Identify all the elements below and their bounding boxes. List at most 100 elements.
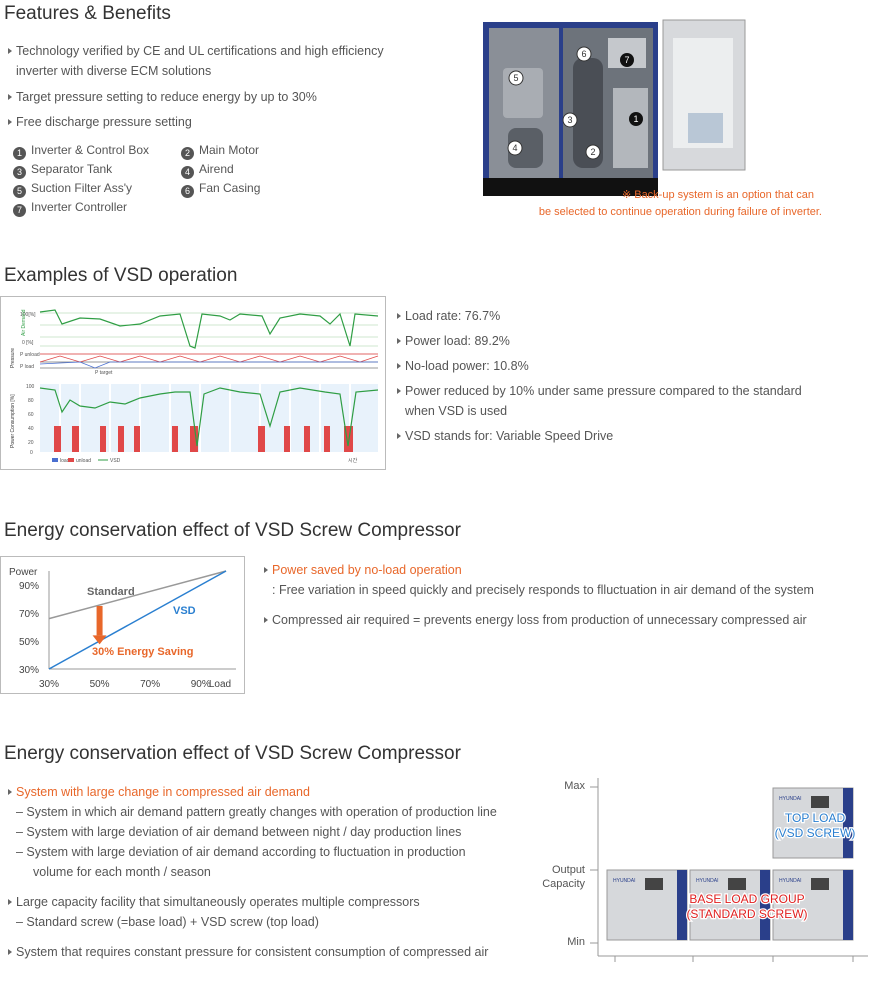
- power-consumption-label: Power Consumption [%]: [10, 394, 16, 448]
- tick-80: 80: [28, 398, 34, 404]
- sub-item-3: – System with large deviation of air dem…: [16, 845, 466, 859]
- load-diagram-axes: HYUNDAI HYUNDAI HYUNDAI HYUNDAI TOP LOAD…: [590, 778, 868, 962]
- power-panel: [39, 384, 379, 452]
- air-demand-panel: [39, 309, 379, 349]
- brand-label: HYUNDAI: [779, 878, 802, 884]
- p-unload: P unload: [20, 352, 40, 358]
- vsd-operation-title: Examples of VSD operation: [4, 265, 238, 286]
- tick-100: 100: [26, 384, 35, 390]
- large-change-heading: System with large change in compressed a…: [4, 782, 534, 802]
- base-load-sub-label: (STANDARD SCREW): [686, 907, 807, 921]
- energy-section-1-title: Energy conservation effect of VSD Screw …: [4, 520, 461, 541]
- tick-40: 40: [28, 426, 34, 432]
- saving-arrow-head: [92, 635, 107, 645]
- y-tick-label: 70%: [19, 609, 39, 620]
- brand-label: HYUNDAI: [779, 796, 802, 802]
- base-unit-3: HYUNDAI: [772, 869, 854, 941]
- pressure-panel: [39, 353, 379, 369]
- brand-label: HYUNDAI: [696, 878, 719, 884]
- time-label: 시간: [348, 457, 358, 464]
- features-bullets: Technology verified by CE and UL certifi…: [4, 41, 424, 132]
- x-tick-label: 90%: [191, 679, 211, 690]
- legend-unload-swatch: [68, 458, 74, 462]
- x-tick-label: 50%: [90, 679, 110, 690]
- p-load: P load: [20, 364, 34, 370]
- no-load-power: No-load power: 10.8%: [393, 356, 863, 376]
- y-100pct: 100[%]: [20, 312, 36, 318]
- callout-5: 5: [513, 73, 518, 83]
- vsd-operation-chart: 100[%] 0 [%] P unload P load P target 10…: [0, 296, 386, 470]
- large-capacity-facility: Large capacity facility that simultaneou…: [4, 892, 534, 912]
- load-rate: Load rate: 76.7%: [393, 306, 863, 326]
- energy-saving-chart: Power90%70%50%30%30%50%70%90%LoadStandar…: [9, 567, 236, 690]
- backup-note: ※ Back-up system is an option that can b…: [538, 189, 822, 218]
- x-tick-label: 30%: [39, 679, 59, 690]
- feature-bullet-1: Technology verified by CE and UL certifi…: [4, 41, 424, 81]
- compressed-air-required: Compressed air required = prevents energ…: [260, 610, 860, 630]
- top-load-label: TOP LOAD: [785, 811, 846, 825]
- top-unit: HYUNDAI: [772, 787, 854, 859]
- series-label-standard: Standard: [87, 586, 135, 598]
- series-line-standard: [48, 570, 227, 620]
- base-unit-1: HYUNDAI: [606, 869, 688, 941]
- vsd-operation-bullets: Load rate: 76.7% Power load: 89.2% No-lo…: [393, 306, 863, 446]
- sub-item-standard-vsd: – Standard screw (=base load) + VSD scre…: [16, 915, 319, 929]
- legend-unload: unload: [76, 458, 91, 464]
- brand-label: HYUNDAI: [613, 878, 636, 884]
- p-target: P target: [95, 370, 113, 376]
- power-saved-heading: Power saved by no-load operation: [260, 560, 860, 580]
- feature-bullet-2: Target pressure setting to reduce energy…: [4, 87, 424, 107]
- pressure-label: Pressure: [10, 348, 16, 368]
- base-unit-2: HYUNDAI: [689, 869, 771, 941]
- tick-0: 0: [30, 450, 33, 456]
- sub-item-2: – System with large deviation of air dem…: [16, 825, 462, 839]
- vsd-definition: VSD stands for: Variable Speed Drive: [393, 426, 863, 446]
- legend-load-swatch: [52, 458, 58, 462]
- constant-pressure-system: System that requires constant pressure f…: [4, 942, 534, 962]
- series-line-vsd: [48, 570, 227, 670]
- callout-1: 1: [633, 114, 638, 124]
- energy-section-1-bullets: Power saved by no-load operation : Free …: [260, 560, 860, 630]
- power-reduced: Power reduced by 10% under same pressure…: [393, 381, 863, 421]
- x-tick-label: 70%: [140, 679, 160, 690]
- y-tick-label: 50%: [19, 637, 39, 648]
- max-label: Max: [564, 780, 585, 792]
- energy-section-2-bullets: System with large change in compressed a…: [4, 782, 534, 962]
- legend-load: load: [60, 458, 70, 464]
- callout-4: 4: [512, 143, 517, 153]
- sub-item-1: – System in which air demand pattern gre…: [16, 805, 497, 819]
- energy-saving-annotation: 30% Energy Saving: [92, 646, 194, 658]
- saving-arrow-shaft: [96, 606, 103, 636]
- features-title: Features & Benefits: [4, 3, 171, 24]
- y-tick-label: 90%: [19, 581, 39, 592]
- y-0pct: 0 [%]: [22, 340, 34, 346]
- series-label-vsd: VSD: [173, 605, 196, 617]
- y-axis-label: Power: [9, 567, 38, 578]
- air-demand-label: Air Demand: [21, 309, 27, 336]
- base-load-label: BASE LOAD GROUP: [689, 892, 804, 906]
- y-tick-label: 30%: [19, 665, 39, 676]
- min-label: Min: [567, 936, 585, 948]
- x-tick-label: Load: [209, 679, 231, 690]
- tick-60: 60: [28, 412, 34, 418]
- sub-item-3-cont: volume for each month / season: [33, 865, 211, 879]
- compressor-image: 5 6 3 4 2 7 1: [483, 19, 746, 196]
- callout-2: 2: [590, 147, 595, 157]
- callout-7: 7: [624, 55, 629, 65]
- callout-6: 6: [581, 49, 586, 59]
- callout-3: 3: [567, 115, 572, 125]
- top-load-sub-label: (VSD SCREW): [775, 826, 856, 840]
- tick-20: 20: [28, 440, 34, 446]
- legend-vsd: VSD: [110, 458, 121, 464]
